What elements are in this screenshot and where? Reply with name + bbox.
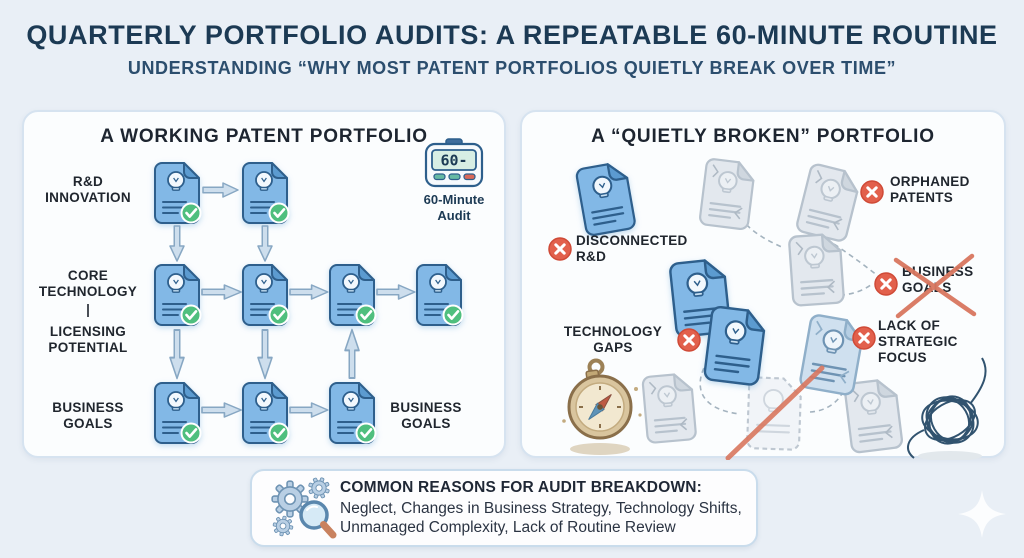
timer-icon: 60- bbox=[424, 138, 484, 188]
common-reasons-heading: COMMON REASONS FOR AUDIT BREAKDOWN: bbox=[340, 478, 703, 496]
timer-display: 60- bbox=[440, 152, 467, 170]
label-core-technology: CORE TECHNOLOGY bbox=[38, 268, 138, 299]
magnifier-icon bbox=[299, 500, 337, 539]
gears-magnifier-icon bbox=[271, 475, 337, 539]
broken-portfolio-title: A “QUIETLY BROKEN” PORTFOLIO bbox=[591, 126, 935, 147]
broken-portfolio-diagram bbox=[547, 157, 987, 460]
working-portfolio-title: A WORKING PATENT PORTFOLIO bbox=[100, 126, 428, 147]
timer-caption: 60-Minute Audit bbox=[423, 192, 485, 224]
compass-icon bbox=[562, 358, 642, 455]
working-portfolio-diagram: 60- bbox=[153, 138, 484, 445]
label-business-goals-left: BUSINESS GOALS bbox=[52, 400, 124, 431]
label-lack-of-strategic-focus: LACK OF STRATEGIC FOCUS bbox=[878, 318, 958, 365]
slash-icon bbox=[725, 365, 825, 460]
tangled-thread-icon bbox=[907, 357, 987, 460]
common-reasons-body: Neglect, Changes in Business Strategy, T… bbox=[340, 499, 742, 536]
label-divider bbox=[87, 304, 89, 317]
sparkle-icon bbox=[958, 490, 1006, 538]
label-technology-gaps: TECHNOLOGY GAPS bbox=[563, 324, 663, 355]
label-licensing-potential: LICENSING POTENTIAL bbox=[48, 324, 128, 355]
common-reasons-box: COMMON REASONS FOR AUDIT BREAKDOWN: Negl… bbox=[250, 469, 758, 547]
label-business-goals-right: BUSINESS GOALS bbox=[390, 400, 462, 431]
label-disconnected-rd: DISCONNECTED R&D bbox=[576, 233, 688, 264]
label-rd-innovation: R&D INNOVATION bbox=[45, 174, 131, 205]
label-business-goals-broken: BUSINESS GOALS bbox=[902, 264, 974, 295]
broken-portfolio-panel: A “QUIETLY BROKEN” PORTFOLIO bbox=[520, 110, 1006, 460]
page-title: QUARTERLY PORTFOLIO AUDITS: A REPEATABLE… bbox=[26, 20, 998, 50]
flow-arrow-icon bbox=[168, 182, 416, 418]
page-subtitle: UNDERSTANDING “WHY MOST PATENT PORTFOLIO… bbox=[127, 58, 897, 78]
label-orphaned-patents: ORPHANED PATENTS bbox=[890, 174, 970, 205]
page-header: QUARTERLY PORTFOLIO AUDITS: A REPEATABLE… bbox=[0, 20, 1024, 79]
working-portfolio-panel: A WORKING PATENT PORTFOLIO bbox=[22, 110, 506, 458]
